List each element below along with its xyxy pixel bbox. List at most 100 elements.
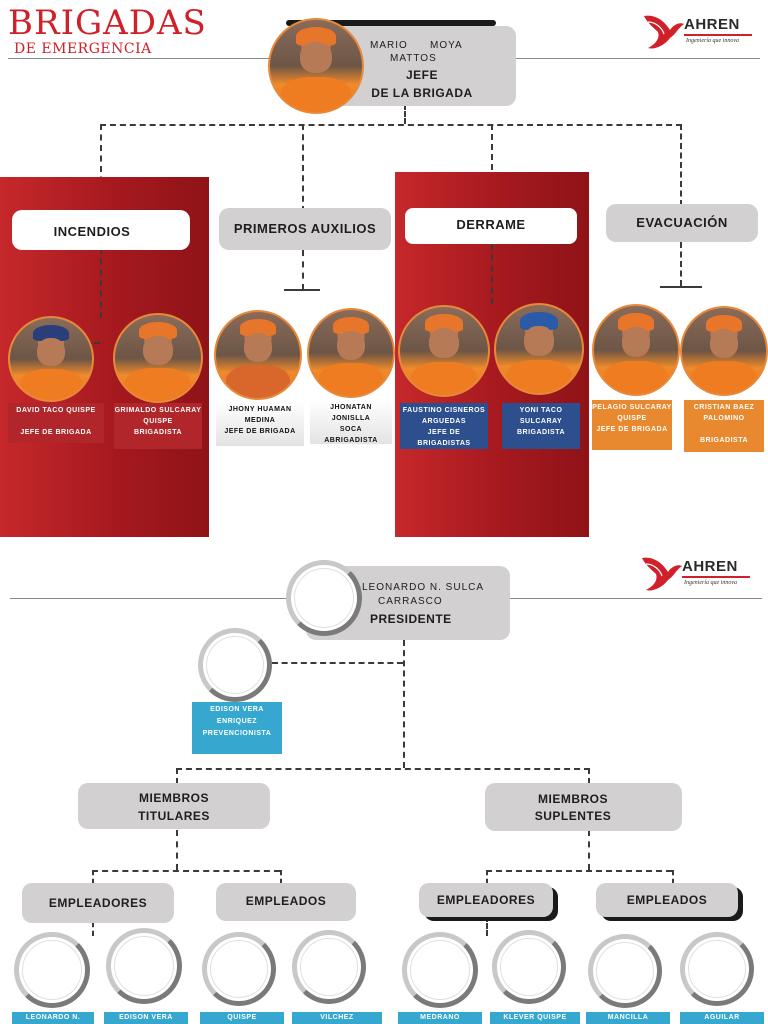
brand-title: BRIGADAS [8, 3, 207, 43]
member-photo [494, 303, 584, 395]
member-caption: CRISTIAN BAEZ PALOMINO BRIGADISTA [684, 400, 764, 452]
member-caption: DAVID TACO QUISPE JEFE DE BRIGADA [8, 403, 104, 443]
logo-underline [682, 576, 750, 578]
brigade-title-card-primeros-auxilios [219, 208, 391, 250]
brigade-title-card-derrame [405, 208, 577, 244]
member-caption: KLEVER QUISPE [490, 1012, 580, 1024]
member-caption: EDISON VERA [104, 1012, 188, 1024]
connector [302, 124, 304, 212]
suplentes-title-line2: SUPLENTES [534, 809, 612, 823]
connector [280, 870, 282, 884]
connector [92, 922, 94, 936]
connector [92, 870, 94, 884]
eagle-wing-icon [644, 15, 684, 49]
member-photo-placeholder [106, 928, 182, 1004]
member-caption: GRIMALDO SULCARAY QUISPE BRIGADISTA [114, 403, 202, 449]
eagle-wing-icon [642, 557, 682, 591]
member-photo [592, 304, 680, 396]
group-card [216, 883, 356, 921]
logo-tagline: Ingeniería que innova [684, 580, 737, 586]
brigade-title-incendios: INCENDIOS [53, 224, 131, 239]
connector [486, 870, 672, 872]
member-caption: MEDRANO [398, 1012, 482, 1024]
group-title: EMPLEADOS [245, 894, 327, 908]
member-caption: FAUSTINO CISNEROS ARGUEDAS JEFE DE BRIGA… [400, 403, 488, 449]
connector [588, 768, 590, 784]
chief-last-name: MOYA [430, 40, 463, 51]
titulares-card [78, 783, 270, 829]
chief-role-line2: DE LA BRIGADA [371, 86, 473, 100]
chief-second-last-name: MATTOS [390, 53, 437, 64]
brigade-title-card-evacuacion [606, 204, 758, 242]
member-photo-placeholder [588, 934, 662, 1008]
member-caption: JHONY HUAMAN MEDINA JEFE DE BRIGADA [216, 402, 304, 446]
preventionist-photo-placeholder [198, 628, 272, 702]
connector [486, 870, 488, 884]
member-photo-placeholder [680, 932, 754, 1006]
connector [491, 244, 493, 304]
chief-first-name: MARIO [370, 40, 408, 51]
company-logo: AHREN Ingeniería que innova [640, 10, 752, 54]
brigade-title-primeros-auxilios: PRIMEROS AUXILIOS [233, 221, 377, 236]
connector [660, 286, 702, 288]
preventionist-caption: EDISON VERA ENRIQUEZ PREVENCIONISTA [192, 702, 282, 754]
member-caption: VILCHEZ [292, 1012, 382, 1024]
connector [491, 124, 493, 210]
member-caption: MANCILLA [586, 1012, 670, 1024]
brigade-title-card-incendios [12, 210, 190, 250]
member-caption: JHONATAN JONISLLA SOCA ABRIGADISTA [310, 400, 392, 444]
connector [176, 830, 178, 870]
member-photo [113, 313, 203, 403]
member-caption: YONI TACO SULCARAY BRIGADISTA [502, 403, 580, 449]
connector [176, 768, 590, 770]
group-card [419, 883, 553, 917]
group-card [596, 883, 738, 917]
logo-name: AHREN [682, 558, 738, 575]
group-card [22, 883, 174, 923]
member-photo-placeholder [492, 930, 566, 1004]
connector [403, 640, 405, 768]
president-role: PRESIDENTE [370, 612, 452, 626]
suplentes-title-line1: MIEMBROS [538, 792, 608, 806]
brand-subtitle: DE EMERGENCIA [14, 41, 152, 57]
titulares-title-line1: MIEMBROS [139, 791, 209, 805]
chief-role-line1: JEFE [405, 68, 438, 82]
titulares-title-line2: TITULARES [138, 809, 210, 823]
connector [284, 289, 320, 291]
connector [100, 124, 102, 214]
connector [302, 250, 304, 290]
chief-photo [268, 18, 364, 114]
logo-name: AHREN [684, 16, 740, 33]
group-title: EMPLEADORES [48, 896, 148, 910]
president-photo-placeholder [286, 560, 362, 636]
connector [176, 768, 178, 784]
member-photo-placeholder [292, 930, 366, 1004]
connector [404, 104, 406, 124]
connector [486, 916, 488, 936]
connector [92, 870, 280, 872]
chief-card-shadow [286, 20, 496, 26]
connector [100, 248, 102, 318]
member-photo [214, 310, 302, 400]
president-name-line1: LEONARDO N. SULCA [362, 582, 485, 593]
company-logo: AHREN Ingeniería que innova [638, 552, 750, 596]
connector [272, 662, 403, 664]
brigade-title-derrame: DERRAME [456, 217, 526, 232]
connector [680, 124, 682, 206]
connector [672, 870, 674, 884]
group-title: EMPLEADOS [626, 893, 708, 907]
member-photo [8, 316, 94, 402]
connector [100, 124, 682, 126]
member-photo-placeholder [14, 932, 90, 1008]
brigade-title-evacuacion: EVACUACIÓN [636, 215, 728, 230]
member-caption: LEONARDO N. [12, 1012, 94, 1024]
member-photo [680, 306, 768, 396]
president-name-line2: CARRASCO [378, 596, 443, 607]
connector [588, 830, 590, 870]
logo-underline [684, 34, 752, 36]
group-title: EMPLEADORES [436, 893, 536, 907]
member-caption: PELAGIO SULCARAY QUISPE JEFE DE BRIGADA [592, 400, 672, 450]
member-caption: QUISPE [200, 1012, 284, 1024]
member-photo-placeholder [402, 932, 478, 1008]
member-photo-placeholder [202, 932, 276, 1006]
